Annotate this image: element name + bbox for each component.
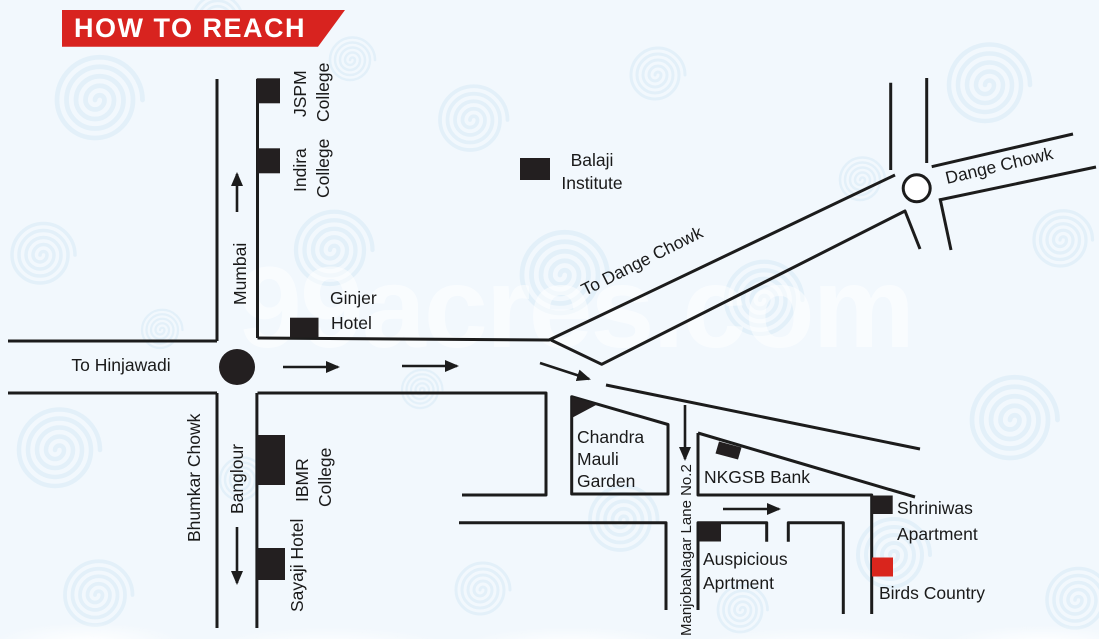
bhumkar-chowk-junction-dot: [219, 349, 255, 385]
block-east-lane-outline: [786, 521, 845, 614]
label-ibmr-line1: IBMR: [292, 458, 312, 502]
label-nkgsb-bank: NKGSB Bank: [704, 467, 810, 487]
cloud-decoration: [0, 592, 1099, 639]
sayaji-hotel-marker: [256, 548, 285, 580]
arrow-southeast-diag: [539, 361, 591, 381]
road-dange-south-right-edge: [938, 197, 953, 251]
jspm-college-marker: [256, 78, 280, 104]
shriniwas-apartment-marker: [871, 495, 893, 514]
block-lower-left-outline: [459, 521, 668, 610]
label-auspicious-line2: Aprtment: [703, 573, 774, 593]
road-dange-ne-lower-edge: [938, 165, 1097, 202]
label-balaji-line1: Balaji: [571, 150, 614, 170]
label-sayaji-hotel: Sayaji Hotel: [287, 519, 307, 612]
page-title: HOW TO REACH: [74, 13, 306, 43]
road-east-top-edge-to-dange: [257, 173, 896, 342]
auspicious-aprtment-marker: [699, 521, 721, 542]
label-banglour: Banglour: [227, 444, 247, 514]
label-chandra-line3: Garden: [577, 471, 635, 491]
indira-college-marker: [257, 148, 280, 174]
label-chandra-line1: Chandra: [577, 427, 644, 447]
label-to-hinjawadi: To Hinjawadi: [71, 355, 170, 375]
label-shriniwas-line1: Shriniwas: [897, 498, 973, 518]
title-banner-shape: [62, 10, 345, 47]
label-indira-line2: College: [313, 139, 333, 198]
label-bhumkar-chowk: Bhumkar Chowk: [184, 413, 204, 542]
ginjer-hotel-marker: [290, 317, 319, 338]
block-nkgsb-and-shriniwas-edge: [696, 433, 874, 614]
label-indira-line1: Indira: [290, 148, 310, 192]
label-shriniwas-line2: Apartment: [897, 524, 978, 544]
label-birds-country: Birds Country: [879, 583, 985, 603]
title-banner: HOW TO REACH: [62, 10, 345, 47]
road-dange-ne-upper-edge: [931, 132, 1074, 169]
birds-country-marker: [872, 557, 893, 577]
label-ginjer-line2: Hotel: [331, 313, 372, 333]
road-southeast-upper-edge: [605, 383, 921, 451]
chandra-mauli-garden-marker: [571, 396, 597, 418]
balaji-institute-marker: [520, 158, 550, 180]
label-mumbai: Mumbai: [230, 243, 250, 305]
block-auspicious-outline: [696, 521, 769, 610]
label-auspicious-line1: Auspicious: [703, 549, 788, 569]
label-ibmr-line2: College: [315, 448, 335, 507]
dange-chowk-roundabout: [901, 173, 932, 204]
road-east-bottom-and-block: [257, 391, 548, 497]
label-ginjer-line1: Ginjer: [330, 288, 377, 308]
label-jspm-line2: College: [313, 63, 333, 122]
nkgsb-bank-marker: [715, 441, 742, 460]
block-chandra-outline: [570, 395, 670, 496]
label-chandra-line2: Mauli: [577, 449, 619, 469]
ibmr-college-marker: [256, 435, 285, 485]
label-to-dange-chowk: To Dange Chowk: [578, 222, 706, 300]
label-balaji-line2: Institute: [561, 173, 622, 193]
road-dange-lower-edge: [550, 209, 922, 366]
label-jspm-line1: JSPM: [290, 70, 310, 117]
block-nkgsb-top-diagonal: [697, 431, 916, 499]
label-manjobanagar-lane: ManjobaNagar Lane No.2: [678, 464, 695, 636]
